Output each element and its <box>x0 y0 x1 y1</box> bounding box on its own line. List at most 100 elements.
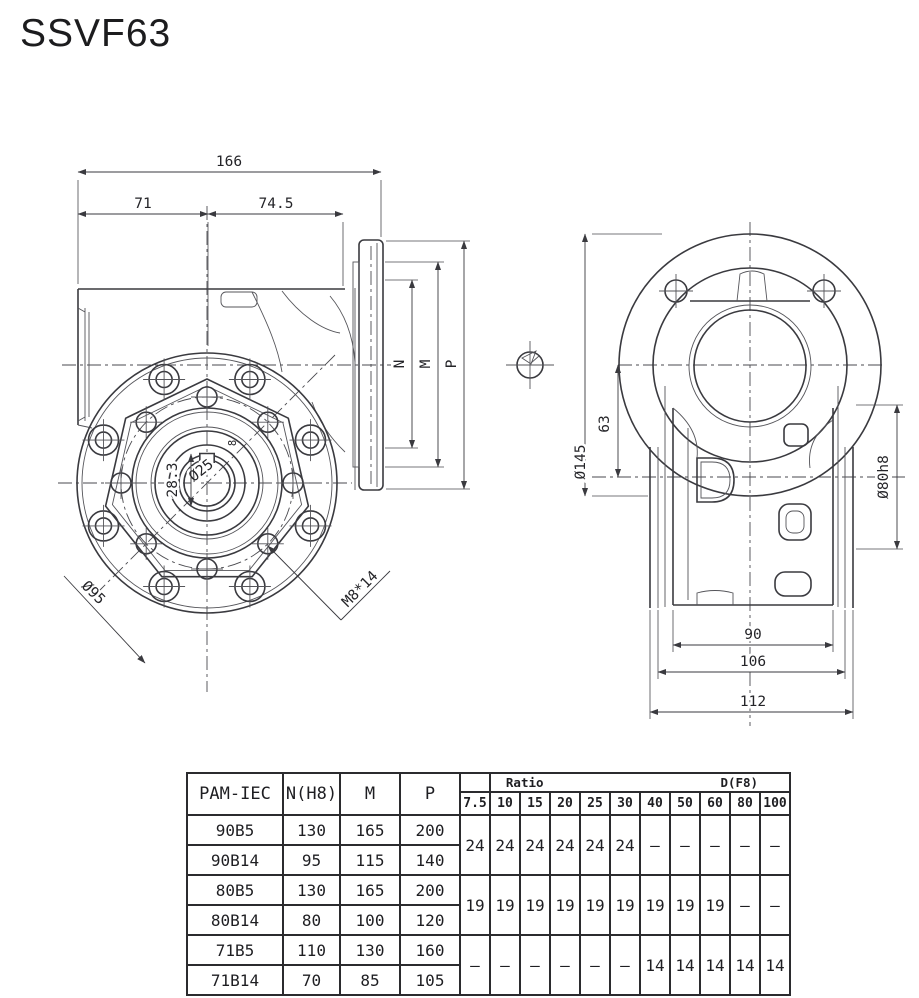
front-view: 166 71 74.5 N M P Ø95 Ø25 28.3 8 <box>58 154 470 692</box>
side-body <box>649 386 854 608</box>
dim-keyway-width: 8 <box>227 440 239 446</box>
dim-keyway-depth: 28.3 <box>165 463 181 498</box>
ratio-subheader-row: 7.5 10 15 20 25 30 40 50 60 80 100 <box>187 791 791 816</box>
ratio-cell: — <box>519 934 551 996</box>
ratio-col: 7.5 <box>459 791 491 816</box>
group-header-ratio: Ratio <box>505 774 544 790</box>
ratio-col: 60 <box>699 791 731 816</box>
ratio-cell: 19 <box>699 874 731 936</box>
ratio-cell: 19 <box>459 874 491 936</box>
centerline-diagonal <box>99 354 336 591</box>
band-spacer <box>459 772 491 793</box>
ratio-col: 25 <box>579 791 611 816</box>
dim-flange-m: M <box>418 359 434 368</box>
dim-width-inner: 90 <box>744 627 761 643</box>
breather-plug <box>696 457 735 503</box>
spec-table: PAM-IEC N(H8) M P Ratio D(F8) 7.5 10 15 … <box>186 772 791 996</box>
dim-flange-od: Ø145 <box>573 445 589 480</box>
table-row: 80B5 130 165 200 19 19 19 19 19 19 19 19… <box>186 874 791 936</box>
p-cell: 120 <box>399 904 461 936</box>
housing-body <box>77 288 356 490</box>
ratio-cell: — <box>609 934 641 996</box>
ratio-cell: 19 <box>549 874 581 936</box>
pam-cell: 80B14 <box>186 904 284 936</box>
dim-center-height: 63 <box>597 415 613 432</box>
m-cell: 100 <box>339 904 401 936</box>
ratio-cell: 24 <box>489 814 521 876</box>
ratio-cell: — <box>459 934 491 996</box>
ratio-col: 10 <box>489 791 521 816</box>
ratio-cell: 19 <box>519 874 551 936</box>
ratio-col: 20 <box>549 791 581 816</box>
ratio-col: 80 <box>729 791 761 816</box>
dim-overall-width: 166 <box>216 154 242 170</box>
ratio-cell: 14 <box>699 934 731 996</box>
ratio-cell: 24 <box>579 814 611 876</box>
ratio-col: 50 <box>669 791 701 816</box>
keyway <box>199 452 215 463</box>
ratio-cell: — <box>669 814 701 876</box>
n-cell: 130 <box>282 814 341 846</box>
ratio-col: 40 <box>639 791 671 816</box>
p-cell: 160 <box>399 934 461 966</box>
m-cell: 115 <box>339 844 401 876</box>
ratio-cell: 19 <box>579 874 611 936</box>
ratio-cell: 24 <box>549 814 581 876</box>
ratio-cell: 24 <box>519 814 551 876</box>
n-cell: 130 <box>282 874 341 906</box>
dim-width-mid: 106 <box>740 654 766 670</box>
table-row: 71B5 110 130 160 — — — — — — 14 14 14 14… <box>186 934 791 996</box>
ratio-cell: — <box>699 814 731 876</box>
p-cell: 105 <box>399 964 461 996</box>
pam-cell: 71B14 <box>186 964 284 996</box>
n-cell: 110 <box>282 934 341 966</box>
ratio-col: 100 <box>759 791 791 816</box>
ratio-cell: 19 <box>609 874 641 936</box>
dim-width-overall: 112 <box>740 694 766 710</box>
ratio-cell: — <box>729 874 761 936</box>
table-row: 80B14 80 100 120 <box>186 904 790 936</box>
ratio-cell: 24 <box>459 814 491 876</box>
input-flange <box>352 239 384 491</box>
ratio-cell: — <box>549 934 581 996</box>
dim-tapped-holes: M8*14 <box>339 568 381 610</box>
pam-cell: 71B5 <box>186 934 284 966</box>
ratio-cell: 14 <box>639 934 671 996</box>
ratio-col: 30 <box>609 791 641 816</box>
col-header-pam-iec: PAM-IEC <box>186 772 284 816</box>
dim-left-span: 71 <box>134 196 151 212</box>
col-header-m: M <box>339 772 401 816</box>
ratio-cell: 14 <box>669 934 701 996</box>
group-header-d-f8: D(F8) <box>720 774 759 790</box>
n-cell: 95 <box>282 844 341 876</box>
ratio-cell: 19 <box>489 874 521 936</box>
ratio-cell: — <box>489 934 521 996</box>
dim-bolt-circle: Ø95 <box>78 578 108 608</box>
ratio-cell: 14 <box>729 934 761 996</box>
pam-cell: 90B5 <box>186 814 284 846</box>
ratio-col: 15 <box>519 791 551 816</box>
table-row: 90B5 130 165 200 24 24 24 24 24 24 — — —… <box>186 814 791 876</box>
ratio-cell: — <box>759 814 791 876</box>
m-cell: 130 <box>339 934 401 966</box>
p-cell: 200 <box>399 874 461 906</box>
n-cell: 80 <box>282 904 341 936</box>
pam-cell: 90B14 <box>186 844 284 876</box>
table-row: 71B14 70 85 105 <box>186 964 790 996</box>
page-title: SSVF63 <box>20 12 172 55</box>
ratio-cell: — <box>639 814 671 876</box>
ratio-cell: — <box>729 814 761 876</box>
n-cell: 70 <box>282 964 341 996</box>
projection-symbol <box>506 341 554 389</box>
p-cell: 200 <box>399 814 461 846</box>
technical-drawing: 166 71 74.5 N M P Ø95 Ø25 28.3 8 <box>58 154 905 726</box>
ratio-cell: 19 <box>639 874 671 936</box>
m-cell: 165 <box>339 874 401 906</box>
dim-flange-n: N <box>392 360 408 369</box>
ratio-cell: — <box>759 874 791 936</box>
side-view: Ø145 63 Ø80h8 90 106 112 <box>571 222 905 726</box>
dim-output-boss: Ø80h8 <box>876 455 892 499</box>
col-header-n: N(H8) <box>282 772 341 816</box>
pam-cell: 80B5 <box>186 874 284 906</box>
